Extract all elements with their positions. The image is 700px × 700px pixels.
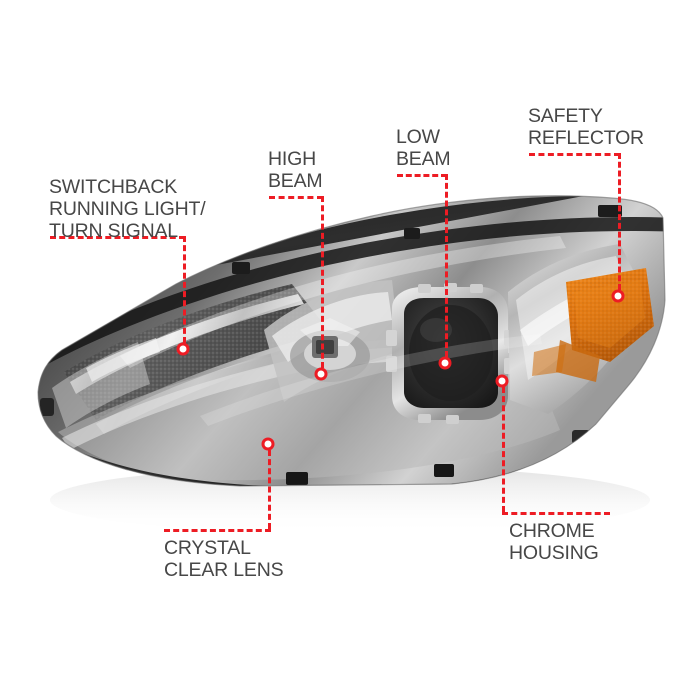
high-beam-reflector bbox=[264, 280, 400, 402]
callout-label-safety-reflector: SAFETY REFLECTOR bbox=[528, 105, 644, 149]
marker-switchback bbox=[176, 342, 190, 356]
marker-safety-reflector bbox=[611, 289, 625, 303]
callout-label-chrome-housing: CHROME HOUSING bbox=[509, 520, 599, 564]
marker-chrome-housing bbox=[495, 374, 509, 388]
chrome-accent-strip bbox=[70, 294, 304, 394]
low-beam-projector bbox=[386, 283, 515, 424]
callout-label-switchback: SWITCHBACK RUNNING LIGHT/ TURN SIGNAL bbox=[49, 176, 206, 242]
marker-low-beam bbox=[438, 356, 452, 370]
callout-label-crystal-clear-lens: CRYSTAL CLEAR LENS bbox=[164, 537, 284, 581]
marker-crystal-clear-lens bbox=[261, 437, 275, 451]
callout-label-high-beam: HIGH BEAM bbox=[268, 148, 323, 192]
housing-body bbox=[37, 195, 666, 487]
marker-high-beam bbox=[314, 367, 328, 381]
safety-reflector bbox=[556, 268, 654, 382]
callout-label-low-beam: LOW BEAM bbox=[396, 126, 451, 170]
